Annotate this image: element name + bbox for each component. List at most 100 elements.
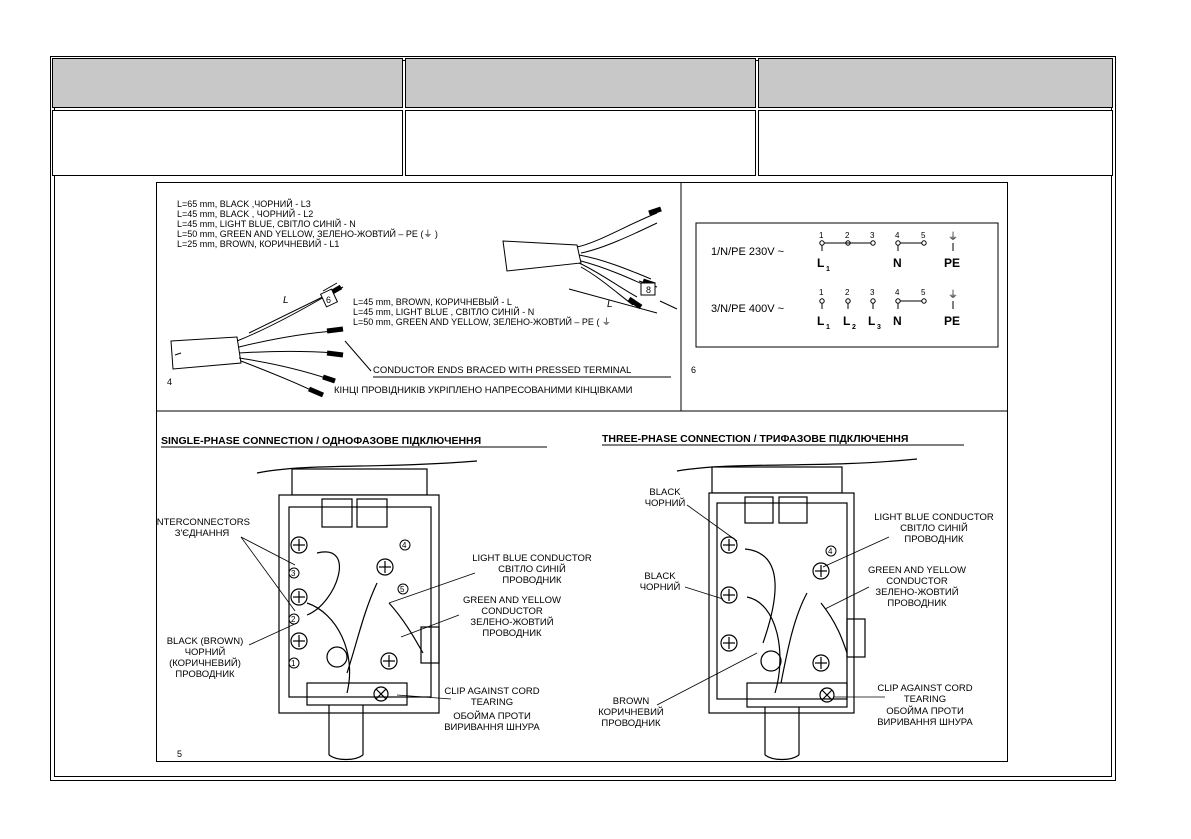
fig6-r2-t4: 4 bbox=[895, 288, 900, 297]
three-clip-uk2: ВИРИВАННЯ ШНУРА bbox=[877, 717, 973, 728]
three-wire-cable-drawing bbox=[502, 206, 662, 314]
three-brown-uk1: КОРИЧНЕВИЙ bbox=[598, 706, 664, 718]
single-phase-title: SINGLE-PHASE CONNECTION / ОДНОФАЗОВЕ ПІД… bbox=[161, 435, 481, 447]
fig6-r1-L1: L bbox=[817, 256, 824, 270]
fig6-r2-L3: L bbox=[868, 314, 875, 328]
single-clip-uk2: ВИРИВАННЯ ШНУРА bbox=[444, 722, 540, 733]
header-cell-1 bbox=[52, 58, 403, 108]
fig5-single-phase: SINGLE-PHASE CONNECTION / ОДНОФАЗОВЕ ПІД… bbox=[154, 435, 592, 761]
single-term-2: 2 bbox=[291, 615, 296, 624]
fig6-r2-t2: 2 bbox=[845, 288, 850, 297]
fig6-r2-L1-sub: 1 bbox=[826, 324, 830, 331]
three-clip-uk1: ОБОЙМА ПРОТИ bbox=[886, 705, 964, 717]
three-term-4: 4 bbox=[828, 547, 833, 556]
fig4-len-line-3: L=45 mm, LIGHT BLUE, СВІТЛО СИНІЙ - N bbox=[177, 218, 356, 229]
single-clip-en2: TEARING bbox=[471, 697, 513, 708]
fig6-r2-t1: 1 bbox=[819, 288, 824, 297]
three-green-yellow-uk1: ЗЕЛЕНО-ЖОВТИЙ bbox=[875, 586, 958, 598]
single-clip-uk1: ОБОЙМА ПРОТИ bbox=[453, 710, 531, 722]
fig6-row1-label: 1/N/PE 230V ~ bbox=[711, 246, 784, 258]
three-clip-en2: TEARING bbox=[904, 694, 946, 705]
header-cell-3 bbox=[758, 58, 1113, 108]
single-terminal-block-drawing bbox=[256, 460, 478, 761]
three-phase-title: THREE-PHASE CONNECTION / ТРИФАЗОВЕ ПІДКЛ… bbox=[602, 433, 908, 445]
body-cell-3 bbox=[758, 110, 1113, 176]
single-term-4: 4 bbox=[402, 541, 407, 550]
fig6-r1-L1-sub: 1 bbox=[826, 266, 830, 273]
single-black-brown-en: BLACK (BROWN) bbox=[167, 636, 244, 647]
three-black-mid-en: BLACK bbox=[644, 571, 676, 582]
single-interconnectors-uk: З'ЄДНАННЯ bbox=[175, 528, 230, 539]
three-clip-en1: CLIP AGAINST CORD bbox=[877, 683, 972, 694]
fig5-three-phase: THREE-PHASE CONNECTION / ТРИФАЗОВЕ ПІДКЛ… bbox=[598, 433, 994, 761]
fig6-r2-t5: 5 bbox=[921, 288, 926, 297]
five-wire-cable-drawing bbox=[170, 282, 344, 398]
header-cell-2 bbox=[405, 58, 756, 108]
three-brown-en: BROWN bbox=[613, 696, 650, 707]
single-term-5: 5 bbox=[400, 585, 405, 594]
fig4-dim-L-right: L bbox=[607, 299, 613, 310]
single-green-yellow-en2: CONDUCTOR bbox=[481, 606, 543, 617]
single-light-blue-en: LIGHT BLUE CONDUCTOR bbox=[472, 553, 592, 564]
three-green-yellow-en2: CONDUCTOR bbox=[886, 576, 948, 587]
fig4-len-line-1: L=65 mm, BLACK ,ЧОРНИЙ - L3 bbox=[177, 198, 311, 209]
conductor-ends-uk: КІНЦІ ПРОВІДНИКІВ УКРІПЛЕНО НАПРЕСОВАНИМ… bbox=[334, 385, 633, 396]
fig6-scheme-box bbox=[695, 222, 999, 348]
single-light-blue-uk1: СВІТЛО СИНІЙ bbox=[498, 563, 566, 575]
fig6-r1-N: N bbox=[893, 256, 902, 270]
three-green-yellow-en1: GREEN AND YELLOW bbox=[868, 565, 966, 576]
fig4-dim-8: 8 bbox=[646, 285, 651, 295]
three-light-blue-uk2: ПРОВОДНИК bbox=[904, 534, 964, 545]
three-black-mid-uk: ЧОРНИЙ bbox=[640, 581, 681, 593]
fig6-r2-L1: L bbox=[817, 314, 824, 328]
fig6-r2-N: N bbox=[893, 314, 902, 328]
single-green-yellow-uk2: ПРОВОДНИК bbox=[482, 628, 542, 639]
fig4-dim-L-left: L bbox=[283, 295, 289, 306]
single-clip-en1: CLIP AGAINST CORD bbox=[444, 686, 539, 697]
fig4-wire-preparation: L=65 mm, BLACK ,ЧОРНИЙ - L3 L=45 mm, BLA… bbox=[167, 198, 678, 398]
fig5-number: 5 bbox=[177, 749, 182, 759]
single-black-brown-uk2: (КОРИЧНЕВИЙ) bbox=[169, 657, 241, 669]
single-term-1: 1 bbox=[291, 659, 296, 668]
three-light-blue-uk1: СВІТЛО СИНІЙ bbox=[900, 522, 968, 534]
single-green-yellow-en1: GREEN AND YELLOW bbox=[463, 595, 561, 606]
fig6-connection-schemes: 1/N/PE 230V ~ 3/N/PE 400V ~ 1 2 3 4 5 1 … bbox=[691, 222, 999, 375]
three-black-top-en: BLACK bbox=[649, 487, 681, 498]
fig4-len3-line-3: L=50 mm, GREEN AND YELLOW, ЗЕЛЕНО-ЖОВТИЙ… bbox=[353, 316, 611, 327]
single-black-brown-uk3: ПРОВОДНИК bbox=[175, 669, 235, 680]
conductor-ends-en: CONDUCTOR ENDS BRACED WITH PRESSED TERMI… bbox=[373, 365, 631, 376]
fig4-len-line-4: L=50 mm, GREEN AND YELLOW, ЗЕЛЕНО-ЖОВТИЙ… bbox=[177, 228, 438, 239]
single-interconnectors-en: INTERCONNECTORS bbox=[157, 517, 250, 528]
fig6-r1-t2: 2 bbox=[845, 231, 850, 240]
fig6-r2-L3-sub: 3 bbox=[877, 324, 881, 331]
fig6-r1-t1: 1 bbox=[819, 231, 824, 240]
fig4-number: 4 bbox=[167, 377, 172, 387]
fig6-r1-t4: 4 bbox=[895, 231, 900, 240]
three-terminal-block-drawing bbox=[676, 458, 918, 761]
three-black-top-uk: ЧОРНИЙ bbox=[645, 497, 686, 509]
fig4-len-line-5: L=25 mm, BROWN, КОРИЧНЕВИЙ - L1 bbox=[177, 238, 339, 249]
fig6-r2-earth-icon: ⏚ bbox=[948, 289, 958, 301]
fig6-r1-earth-icon: ⏚ bbox=[948, 231, 958, 243]
fig6-r2-L2: L bbox=[843, 314, 850, 328]
installation-figure: L=65 mm, BLACK ,ЧОРНИЙ - L3 L=45 mm, BLA… bbox=[154, 182, 1008, 762]
fig6-r1-PE: PE bbox=[944, 256, 960, 270]
three-light-blue-en: LIGHT BLUE CONDUCTOR bbox=[874, 512, 994, 523]
installation-figure-svg: L=65 mm, BLACK ,ЧОРНИЙ - L3 L=45 mm, BLA… bbox=[154, 183, 1007, 761]
conductor-end-arrow bbox=[344, 340, 372, 372]
fig6-r2-PE: PE bbox=[944, 314, 960, 328]
fig6-r2-t3: 3 bbox=[870, 288, 875, 297]
single-term-3: 3 bbox=[291, 569, 296, 578]
single-light-blue-uk2: ПРОВОДНИК bbox=[502, 575, 562, 586]
single-black-brown-uk1: ЧОРНИЙ bbox=[185, 646, 226, 658]
fig6-number: 6 bbox=[691, 365, 696, 375]
fig4-len3-line-2: L=45 mm, LIGHT BLUE , СВІТЛО СИНІЙ - N bbox=[353, 306, 534, 317]
fig6-r1-t3: 3 bbox=[870, 231, 875, 240]
fig4-dim-6: 6 bbox=[326, 295, 331, 305]
single-green-yellow-uk1: ЗЕЛЕНО-ЖОВТИЙ bbox=[470, 616, 553, 628]
fig4-len-line-2: L=45 mm, BLACK , ЧОРНИЙ - L2 bbox=[177, 208, 313, 219]
three-green-yellow-uk2: ПРОВОДНИК bbox=[887, 598, 947, 609]
fig6-row2-label: 3/N/PE 400V ~ bbox=[711, 303, 784, 315]
body-cell-1 bbox=[52, 110, 403, 176]
fig4-to-fig6-arrow bbox=[659, 300, 678, 310]
